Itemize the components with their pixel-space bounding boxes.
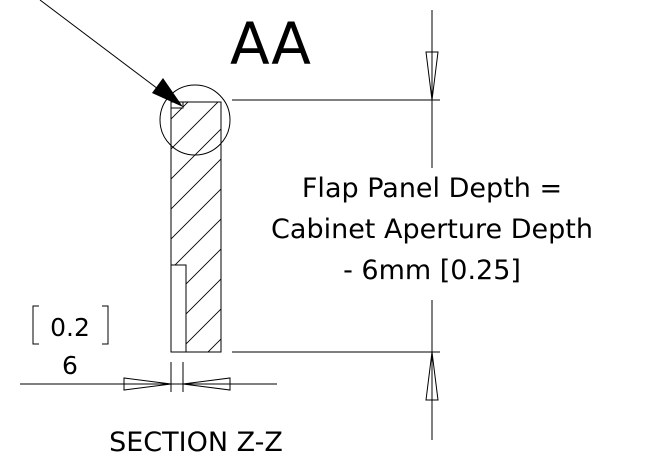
depth-dimension [232,10,440,440]
leader-arrowhead [152,78,183,107]
note-line-1: Flap Panel Depth = [302,173,562,204]
depth-arrow-bottom [425,351,439,401]
section-title: SECTION Z-Z [109,427,283,458]
panel-outline [170,101,222,353]
thickness-dimension [20,362,277,392]
detail-leader [39,0,183,107]
thickness-mm: 6 [62,351,78,380]
section-hatching [171,102,221,352]
thickness-label: 0.2 6 [32,305,109,380]
top-notch [171,102,184,109]
note-line-3: - 6mm [0.25] [343,255,521,286]
thickness-inch: 0.2 [50,313,90,342]
thickness-arrow-left [123,377,172,391]
groove-slot [171,264,187,352]
panel-section [170,101,222,353]
depth-arrow-top [425,51,439,101]
thickness-arrow-right [182,377,231,391]
note-line-2: Cabinet Aperture Depth [271,214,593,245]
bracket-right [102,305,109,345]
detail-label: AA [230,10,311,78]
bracket-left [32,305,39,345]
